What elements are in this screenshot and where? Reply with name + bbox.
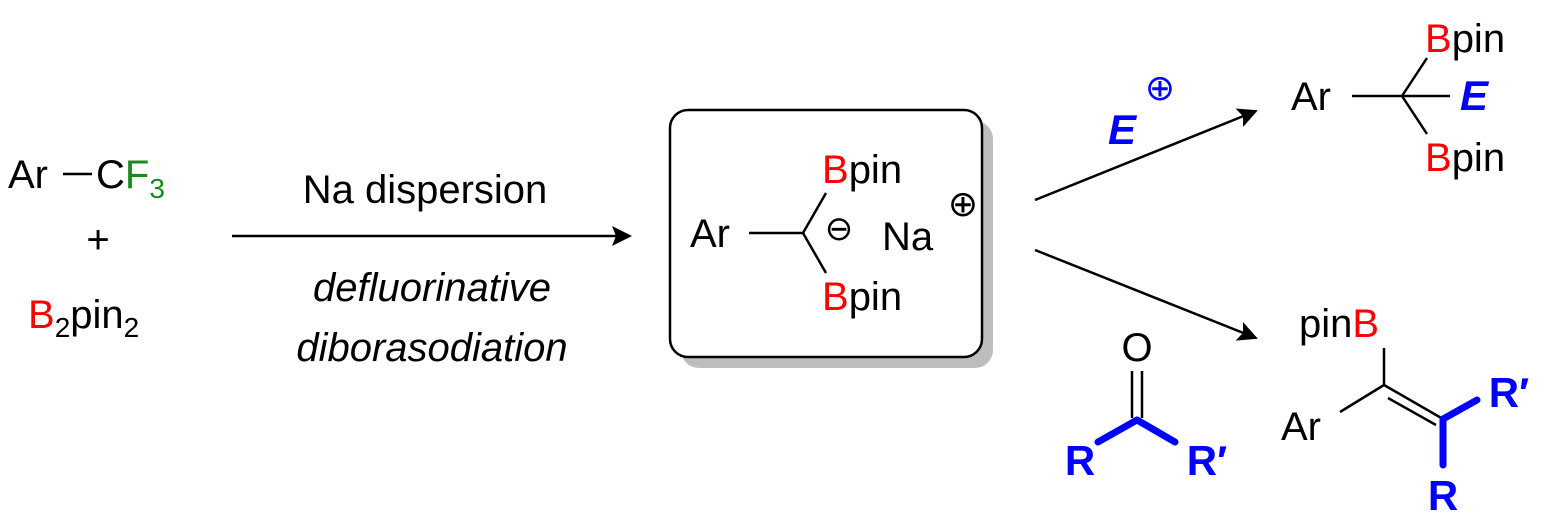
prod1-pin-top: pin [1452,17,1505,61]
prod1-upper-bond [1400,57,1429,97]
upper-pathway: E ⊕ [1034,67,1258,202]
box-frame [668,108,984,359]
reagent-label: Na dispersion [303,168,548,212]
intermediate-box: Ar Bpin Bpin ⊖ Na ⊕ [668,108,993,368]
plus-sign: + [86,218,109,262]
int-pin-top: pin [849,148,902,192]
prod1-bpin-top: Bpin [1425,17,1505,61]
prod1-boron-top: B [1425,17,1452,61]
int-boron-bottom: B [822,275,849,319]
anion-charge-icon: ⊖ [825,210,854,248]
sm-carbon: C [96,153,125,197]
b2pin2-pin: pin [70,293,123,337]
electrophile-label: E [1108,106,1138,153]
prod2-ar-label: Ar [1281,405,1321,449]
lower-arrow [1034,248,1258,341]
ketone-r-prime-bond [1133,416,1179,446]
prod2-pinb-label: pinB [1299,302,1379,346]
prod2-pin: pin [1299,302,1352,346]
ketone-r-bond [1094,416,1141,446]
prod2-ar-bond [1339,383,1385,414]
cation-charge-icon: ⊕ [948,183,978,224]
condition-line-2: diborasodiation [296,326,567,370]
prod2-r-prime-label: R′ [1489,369,1529,416]
ketone-r-label: R [1065,437,1095,484]
int-upper-bond [801,192,828,234]
sodium-label: Na [882,215,934,259]
sm-ar-label: Ar [8,153,48,197]
prod2-r-label: R [1428,472,1458,519]
prod2-alkene-bond-b [1387,396,1437,427]
int-lower-bond [801,232,828,274]
int-bpin-bottom: Bpin [822,275,902,319]
sm-fluorine-count: 3 [149,173,165,204]
lower-product: pinB Ar R′ R [1281,302,1529,519]
sm-fluorine: F [125,153,149,197]
int-boron-top: B [822,148,849,192]
int-ar-label: Ar [690,212,730,256]
prod1-bpin-bottom: Bpin [1425,136,1505,180]
prod1-boron-bottom: B [1425,136,1452,180]
electrophile-charge-icon: ⊕ [1145,67,1175,108]
lower-pathway [1034,248,1258,341]
prod2-alkene-bond-a [1383,383,1444,421]
ketone-r-prime-label: R′ [1187,437,1227,484]
starting-material: Ar CF3 + B2pin2 [8,153,165,343]
b2pin2-boron: B [28,293,55,337]
ketone-oxygen-label: O [1121,326,1152,370]
prod2-r-prime-bond [1439,396,1481,423]
main-reaction-arrow: Na dispersion defluorinative diborasodia… [232,168,632,370]
upper-product: Ar Bpin E Bpin [1291,17,1505,180]
sm-cf3-label: CF3 [96,153,165,204]
b2pin2-boron-count: 2 [55,312,71,343]
condition-line-1: defluorinative [313,266,551,310]
b2pin2-pin-count: 2 [124,312,140,343]
int-bpin-top: Bpin [822,148,902,192]
prod1-ar-label: Ar [1291,75,1331,119]
int-pin-bottom: pin [849,275,902,319]
ketone-reagent: O R R′ [1065,326,1227,484]
b2pin2-label: B2pin2 [28,293,139,343]
prod1-pin-bottom: pin [1452,136,1505,180]
prod1-lower-bond [1400,95,1429,135]
upper-arrow [1034,108,1258,202]
prod2-boron: B [1352,302,1379,346]
prod1-electrophile-label: E [1460,72,1490,119]
